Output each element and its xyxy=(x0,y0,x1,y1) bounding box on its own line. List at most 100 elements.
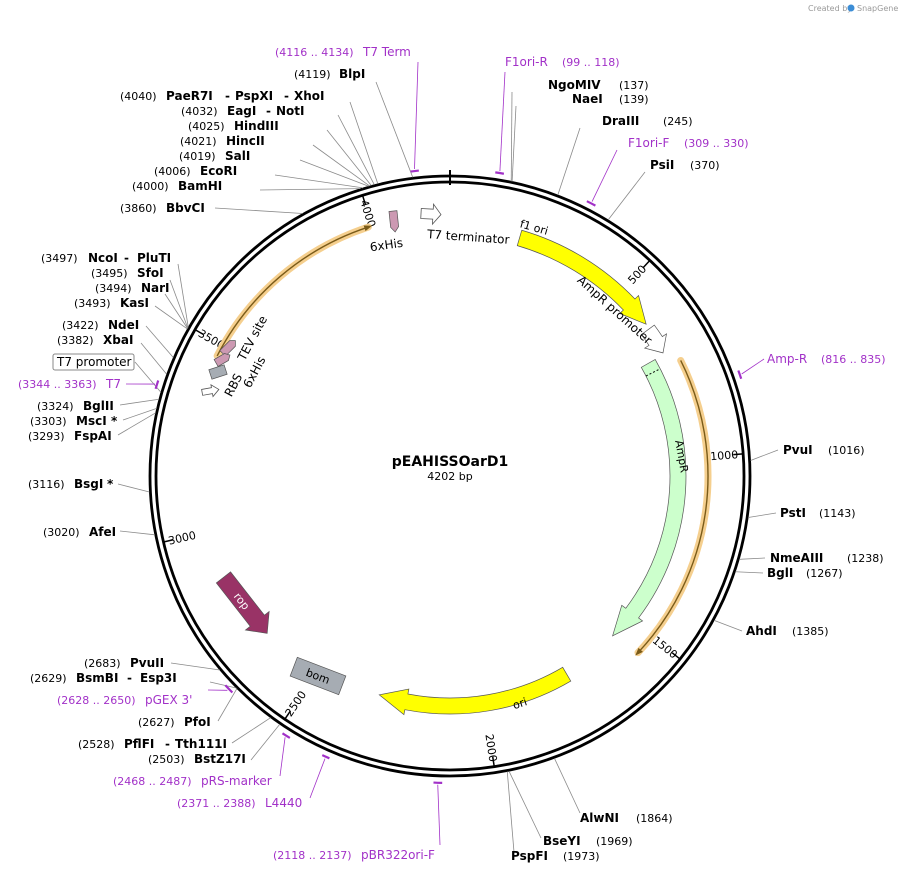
site-alwni-pos: (1864) xyxy=(636,812,673,825)
site-draiii[interactable]: DraIII (245) xyxy=(602,114,693,128)
site-pspfi-name: PspFI xyxy=(511,849,548,863)
tick-mark xyxy=(491,756,495,767)
site-psii[interactable]: PsiI (370) xyxy=(650,158,720,172)
boxed-t7-promoter[interactable]: T7 promoter xyxy=(52,353,135,371)
feature-bom[interactable]: bom xyxy=(289,656,347,696)
primer-prs-marker-name: pRS-marker xyxy=(201,774,272,788)
site-ndei[interactable]: (3422) NdeI xyxy=(62,318,139,332)
site-pvui[interactable]: PvuI (1016) xyxy=(783,443,865,457)
leader-line xyxy=(250,723,281,761)
primer-leader-line xyxy=(591,149,618,202)
credit-text: Created by xyxy=(808,4,852,13)
site-pflfi-sep: - xyxy=(165,737,170,751)
site-eagi[interactable]: (4032) EagI - NotI xyxy=(181,104,305,118)
site-bsgi[interactable]: (3116) BsgI * xyxy=(28,477,114,491)
feature-ampr[interactable] xyxy=(612,358,687,637)
site-naei[interactable]: NaeI (139) xyxy=(572,92,649,106)
site-nari[interactable]: (3494) NarI xyxy=(95,281,170,295)
snapgene-logo-icon xyxy=(847,4,855,12)
primer-mark xyxy=(410,169,419,173)
site-psii-pos: (370) xyxy=(690,159,720,172)
site-hindiii[interactable]: (4025) HindIII xyxy=(188,119,279,133)
primer-pbr322ori-f[interactable]: (2118 .. 2137) pBR322ori-F xyxy=(273,848,435,862)
tick-mark xyxy=(361,195,367,206)
site-kasi[interactable]: (3493) KasI xyxy=(74,296,149,310)
feature-ori-label: ori xyxy=(511,695,529,712)
primer-mark xyxy=(281,732,291,739)
primer-f1ori-f-range: (309 .. 330) xyxy=(684,137,749,150)
site-ncoi[interactable]: (3497) NcoI - PluTI xyxy=(41,251,171,265)
site-afei[interactable]: (3020) AfeI xyxy=(43,525,116,539)
primer-t7-name: T7 xyxy=(105,377,121,391)
tick-mark xyxy=(642,259,651,269)
primer-t7-term[interactable]: (4116 .. 4134) T7 Term xyxy=(275,45,411,59)
site-pvuii[interactable]: (2683) PvuII xyxy=(84,656,164,670)
primer-prs-marker[interactable]: (2468 .. 2487) pRS-marker xyxy=(113,774,272,788)
orf-insert[interactable] xyxy=(216,225,373,357)
site-xbai[interactable]: (3382) XbaI xyxy=(57,333,133,347)
site-alwni[interactable]: AlwNI (1864) xyxy=(580,811,673,825)
site-paer7i[interactable]: (4040) PaeR7I - PspXI - XhoI xyxy=(120,89,325,103)
site-bbvci[interactable]: (3860) BbvCI xyxy=(120,201,205,215)
site-sfoi[interactable]: (3495) SfoI xyxy=(91,266,164,280)
site-bgli[interactable]: BglI (1267) xyxy=(767,566,843,580)
site-pvui-name: PvuI xyxy=(783,443,813,457)
primer-leader-line xyxy=(741,358,765,375)
primer-mark xyxy=(321,754,330,760)
site-hincii[interactable]: (4021) HincII xyxy=(180,134,265,148)
site-psti-name: PstI xyxy=(780,506,806,520)
site-ahdi[interactable]: AhdI (1385) xyxy=(746,624,829,638)
primer-f1ori-r-range: (99 .. 118) xyxy=(562,56,620,69)
site-bamhi-pos: (4000) xyxy=(132,180,169,193)
boxed-t7-promoter-label: T7 promoter xyxy=(56,355,132,369)
primer-mark xyxy=(154,380,160,390)
site-bsgi-pos: (3116) xyxy=(28,478,65,491)
primer-f1ori-r[interactable]: F1ori-R (99 .. 118) xyxy=(505,55,620,69)
site-fspai-pos: (3293) xyxy=(28,430,65,443)
feature-rbs[interactable] xyxy=(208,364,228,380)
primer-t7[interactable]: (3344 .. 3363) T7 xyxy=(18,377,121,391)
site-pfoi[interactable]: (2627) PfoI xyxy=(138,715,211,729)
site-pspfi[interactable]: PspFI (1973) xyxy=(511,849,600,863)
leader-line-group xyxy=(117,61,779,853)
site-alwni-name: AlwNI xyxy=(580,811,619,825)
site-bamhi[interactable]: (4000) BamHI xyxy=(132,179,222,193)
site-msci[interactable]: (3303) MscI * xyxy=(30,414,118,428)
site-bglii[interactable]: (3324) BglII xyxy=(37,399,114,413)
feature-t7-promoter[interactable] xyxy=(201,383,220,399)
site-nmeaiii[interactable]: NmeAIII (1238) xyxy=(770,551,884,565)
primer-l4440[interactable]: (2371 .. 2388) L4440 xyxy=(177,796,302,810)
feature-f1-ori[interactable] xyxy=(516,229,647,325)
tick-label: 500 xyxy=(625,263,649,287)
site-blpi[interactable]: (4119) BlpI xyxy=(294,67,365,81)
leader-line xyxy=(117,412,156,436)
site-hincii-pos: (4021) xyxy=(180,135,217,148)
tick-label: 1000 xyxy=(710,448,739,463)
leader-line xyxy=(170,662,220,671)
site-bseyi[interactable]: BseYI (1969) xyxy=(543,834,633,848)
site-pflfi[interactable]: (2528) PflFI - Tth111I xyxy=(78,737,227,751)
feature-ampr-promoter[interactable] xyxy=(640,324,667,354)
site-psti[interactable]: PstI (1143) xyxy=(780,506,856,520)
site-ecori[interactable]: (4006) EcoRI xyxy=(154,164,237,178)
leader-line xyxy=(164,293,188,329)
site-paer7i-pos: (4040) xyxy=(120,90,157,103)
primer-f1ori-f[interactable]: F1ori-F (309 .. 330) xyxy=(628,136,749,150)
primer-amp-r[interactable]: Amp-R (816 .. 835) xyxy=(767,352,886,366)
feature-t7-terminator[interactable] xyxy=(420,203,442,226)
site-bstz17i[interactable]: (2503) BstZ17I xyxy=(148,752,246,766)
primer-pgex-3[interactable]: (2628 .. 2650) pGEX 3' xyxy=(57,693,192,707)
feature-ori[interactable] xyxy=(378,666,572,716)
tick-mark xyxy=(163,539,174,543)
primer-amp-r-range: (816 .. 835) xyxy=(821,353,886,366)
site-ngomiv[interactable]: NgoMIV (137) xyxy=(548,78,649,92)
site-bsmbi[interactable]: (2629) BsmBI - Esp3I xyxy=(30,671,177,685)
feature-rop[interactable]: rop xyxy=(212,568,279,642)
feature-6xhis-top[interactable] xyxy=(388,210,399,233)
site-nmeaiii-pos: (1238) xyxy=(847,552,884,565)
site-sali[interactable]: (4019) SalI xyxy=(179,149,250,163)
site-fspai[interactable]: (3293) FspAI xyxy=(28,429,112,443)
orf-ampr[interactable] xyxy=(635,360,709,656)
site-bsmbi-pos: (2629) xyxy=(30,672,67,685)
feature-6xhis-lower[interactable] xyxy=(213,352,232,367)
